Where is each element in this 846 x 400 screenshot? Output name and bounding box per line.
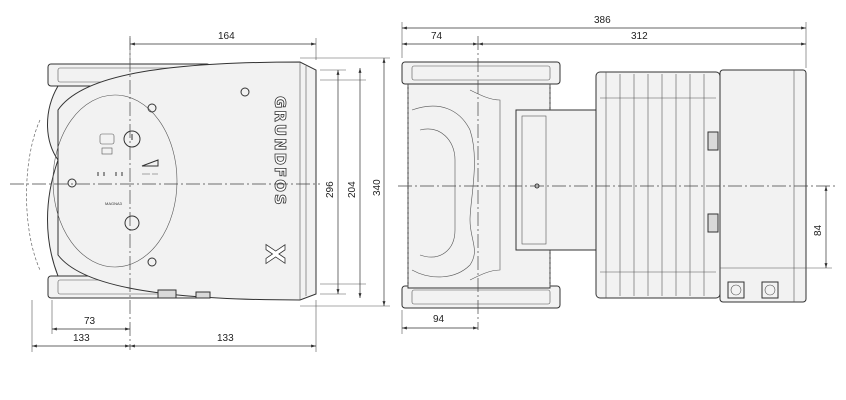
cable-gland: [761, 281, 779, 299]
dim-312: 312: [631, 31, 648, 42]
side-bottom-flange: [401, 285, 561, 309]
pump-neck: [515, 109, 597, 251]
motor-body: [595, 71, 721, 299]
mode-button-icon: [124, 215, 140, 231]
side-view: 386 74 312 94 84: [398, 15, 838, 334]
dim-133-left: 133: [73, 333, 90, 344]
brand-text: GRUNDFOS: [271, 96, 289, 207]
dim-204: 204: [347, 181, 358, 198]
dim-164: 164: [218, 31, 235, 42]
cable-gland: [727, 281, 745, 299]
screw-icon: [147, 257, 157, 267]
control-panel: [52, 94, 178, 268]
dim-386: 386: [594, 15, 611, 26]
power-button-icon: [123, 130, 141, 148]
dim-73: 73: [84, 316, 96, 327]
panel-label: MAGNA3: [105, 201, 123, 206]
dim-94: 94: [433, 314, 445, 325]
dim-84: 84: [813, 224, 824, 236]
brand-mark: X: [259, 244, 289, 266]
screw-icon: [147, 103, 157, 113]
dim-133-right: 133: [217, 333, 234, 344]
dim-340: 340: [372, 179, 383, 196]
side-top-flange: [401, 61, 561, 85]
screw-icon: [67, 178, 77, 188]
control-box: [57, 61, 317, 301]
dim-74: 74: [431, 31, 443, 42]
screw-icon: [240, 87, 250, 97]
front-view: MAGNA3 GRUNDFOS X 164 296 204 3: [10, 31, 390, 352]
dim-296: 296: [325, 181, 336, 198]
